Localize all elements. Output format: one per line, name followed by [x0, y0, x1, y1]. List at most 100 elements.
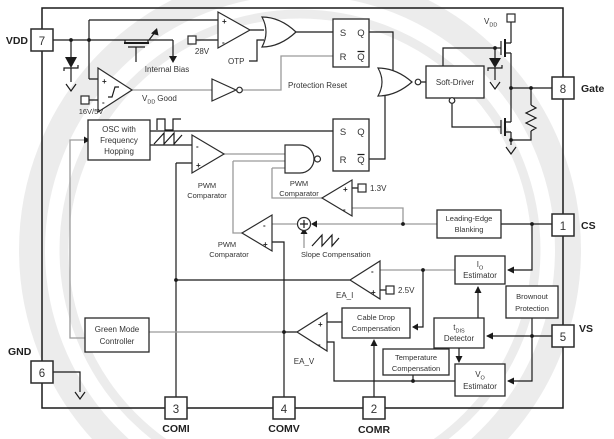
minus-sign: -	[196, 142, 199, 151]
plus-sign: +	[371, 288, 376, 297]
vo-estimator-input-arrow	[507, 377, 514, 385]
block-brownout-protection: Brownout Protection	[505, 285, 559, 319]
green-mode-label: Green Mode	[95, 325, 140, 334]
pin-number: 3	[173, 404, 179, 416]
signal-wires-gray	[69, 55, 455, 339]
green-mode-label: Controller	[100, 337, 135, 346]
pwm-comparator-1: - +	[191, 133, 226, 175]
cable-drop-label: Compensation	[352, 324, 400, 333]
comr-to-cdc-arrow	[370, 339, 378, 346]
or-gate-icon	[261, 16, 297, 48]
ground-arrow-icon	[74, 391, 86, 401]
leb-label: Blanking	[455, 225, 484, 234]
net-leb-out-wire	[272, 207, 437, 225]
block-vo-estimator: VO Estimator	[454, 363, 506, 397]
pin-number: 4	[281, 404, 288, 416]
minus-sign: -	[343, 205, 346, 214]
net-latch-nor-wire	[369, 31, 426, 160]
temp-comp-label: Temperature	[395, 353, 437, 362]
pin-comi: 3 COMI	[162, 396, 190, 435]
pin-name: COMV	[268, 423, 300, 435]
nor-gate-icon	[376, 67, 422, 97]
plus-sign: +	[102, 77, 107, 86]
mosfet-icon	[500, 39, 506, 57]
internal-bias-arrow	[169, 56, 177, 63]
minus-sign: -	[222, 38, 225, 47]
minus-sign: -	[318, 340, 321, 349]
leb-label: Leading-Edge	[446, 214, 493, 223]
summing-input-arrow	[311, 220, 317, 228]
ref-28v-label: 28V	[195, 47, 210, 56]
net-vs-wire	[487, 318, 552, 382]
vo-estimator-symbol: VO	[475, 370, 485, 382]
io-estimator-input-arrow	[507, 266, 514, 274]
pin-gnd: 6 GND	[8, 346, 54, 384]
pin-number: 1	[560, 221, 566, 233]
otp-label: OTP	[228, 57, 244, 66]
plus-sign: +	[263, 240, 268, 249]
pwm-latch: S Q R Q	[332, 118, 370, 172]
summing-junction-icon	[296, 216, 312, 232]
junction-dots	[69, 38, 534, 383]
block-cable-drop-compensation: Cable Drop Compensation	[341, 307, 411, 339]
cdc-input-arrow	[412, 323, 418, 331]
comparator-uvlo: + -	[97, 66, 134, 114]
latch-r-label: R	[340, 155, 347, 166]
block-temperature-compensation: Temperature Compensation	[382, 348, 450, 376]
ref-2p5v-label: 2.5V	[398, 286, 415, 295]
block-soft-driver: Soft-Driver	[425, 65, 485, 104]
pwm-comparator-label: Comparator	[187, 191, 227, 200]
tdis-to-io-arrow	[474, 286, 482, 293]
pin-name: VS	[579, 323, 593, 335]
protection-reset-label: Protection Reset	[288, 81, 348, 90]
pwm-comparator-3: - +	[240, 213, 273, 253]
ground-symbols	[65, 81, 517, 401]
protection-latch: S Q R Q	[332, 18, 370, 68]
pin-number: 7	[39, 36, 45, 48]
soft-driver-label: Soft-Driver	[436, 78, 475, 87]
error-amp-ea-v: + -	[295, 311, 328, 353]
plus-sign: +	[318, 320, 323, 329]
tdis-to-vo-arrow	[455, 356, 463, 363]
latch-qbar-label: Q	[357, 155, 364, 166]
plus-sign: +	[343, 185, 348, 194]
zener-diode-icon	[63, 57, 79, 71]
voltage-ref-icon	[385, 285, 395, 295]
pin-gate: 8 Gate	[551, 76, 605, 100]
mosfet-icon	[500, 118, 506, 136]
net-pwm3-out-wire	[232, 160, 285, 234]
brownout-label: Brownout	[516, 292, 549, 301]
pin-name: COMI	[162, 423, 189, 435]
mosfet-body-arrow	[151, 28, 159, 36]
watermark-ring-outer	[19, 0, 581, 439]
pwm-comparator-2: + -	[320, 178, 353, 218]
brownout-label: Protection	[515, 304, 549, 313]
vdd-supply-icon	[506, 13, 516, 23]
minus-sign: -	[371, 267, 374, 276]
tdis-input-arrow	[486, 332, 493, 340]
square-wave-icon	[156, 118, 181, 131]
osc-label: OSC with	[102, 125, 136, 134]
osc-label: Frequency	[100, 136, 138, 145]
ref-16v5v-label: 16V/5V	[79, 107, 104, 116]
pin-vdd: 7 VDD	[6, 28, 54, 52]
pin-name: VDD	[6, 35, 29, 47]
vdd-supply-label: VDD	[484, 17, 497, 29]
pin-number: 2	[371, 404, 377, 416]
latch-s-label: S	[340, 127, 346, 138]
pin-name: Gate	[581, 83, 605, 95]
pin-name: GND	[8, 346, 32, 358]
voltage-ref-icon	[80, 95, 90, 105]
io-estimator-symbol: IO	[477, 260, 484, 272]
latch-s-label: S	[340, 28, 346, 39]
ic-outline	[41, 7, 564, 409]
ea-i-label: EA_I	[336, 291, 353, 300]
net-comv-wire	[272, 241, 297, 397]
pwm-comparator-label: PWM	[290, 179, 308, 188]
net-pwm2-out-wire	[271, 167, 322, 199]
pwm-comparator-label: PWM	[218, 240, 236, 249]
watermark-ring-inner	[59, 9, 541, 439]
